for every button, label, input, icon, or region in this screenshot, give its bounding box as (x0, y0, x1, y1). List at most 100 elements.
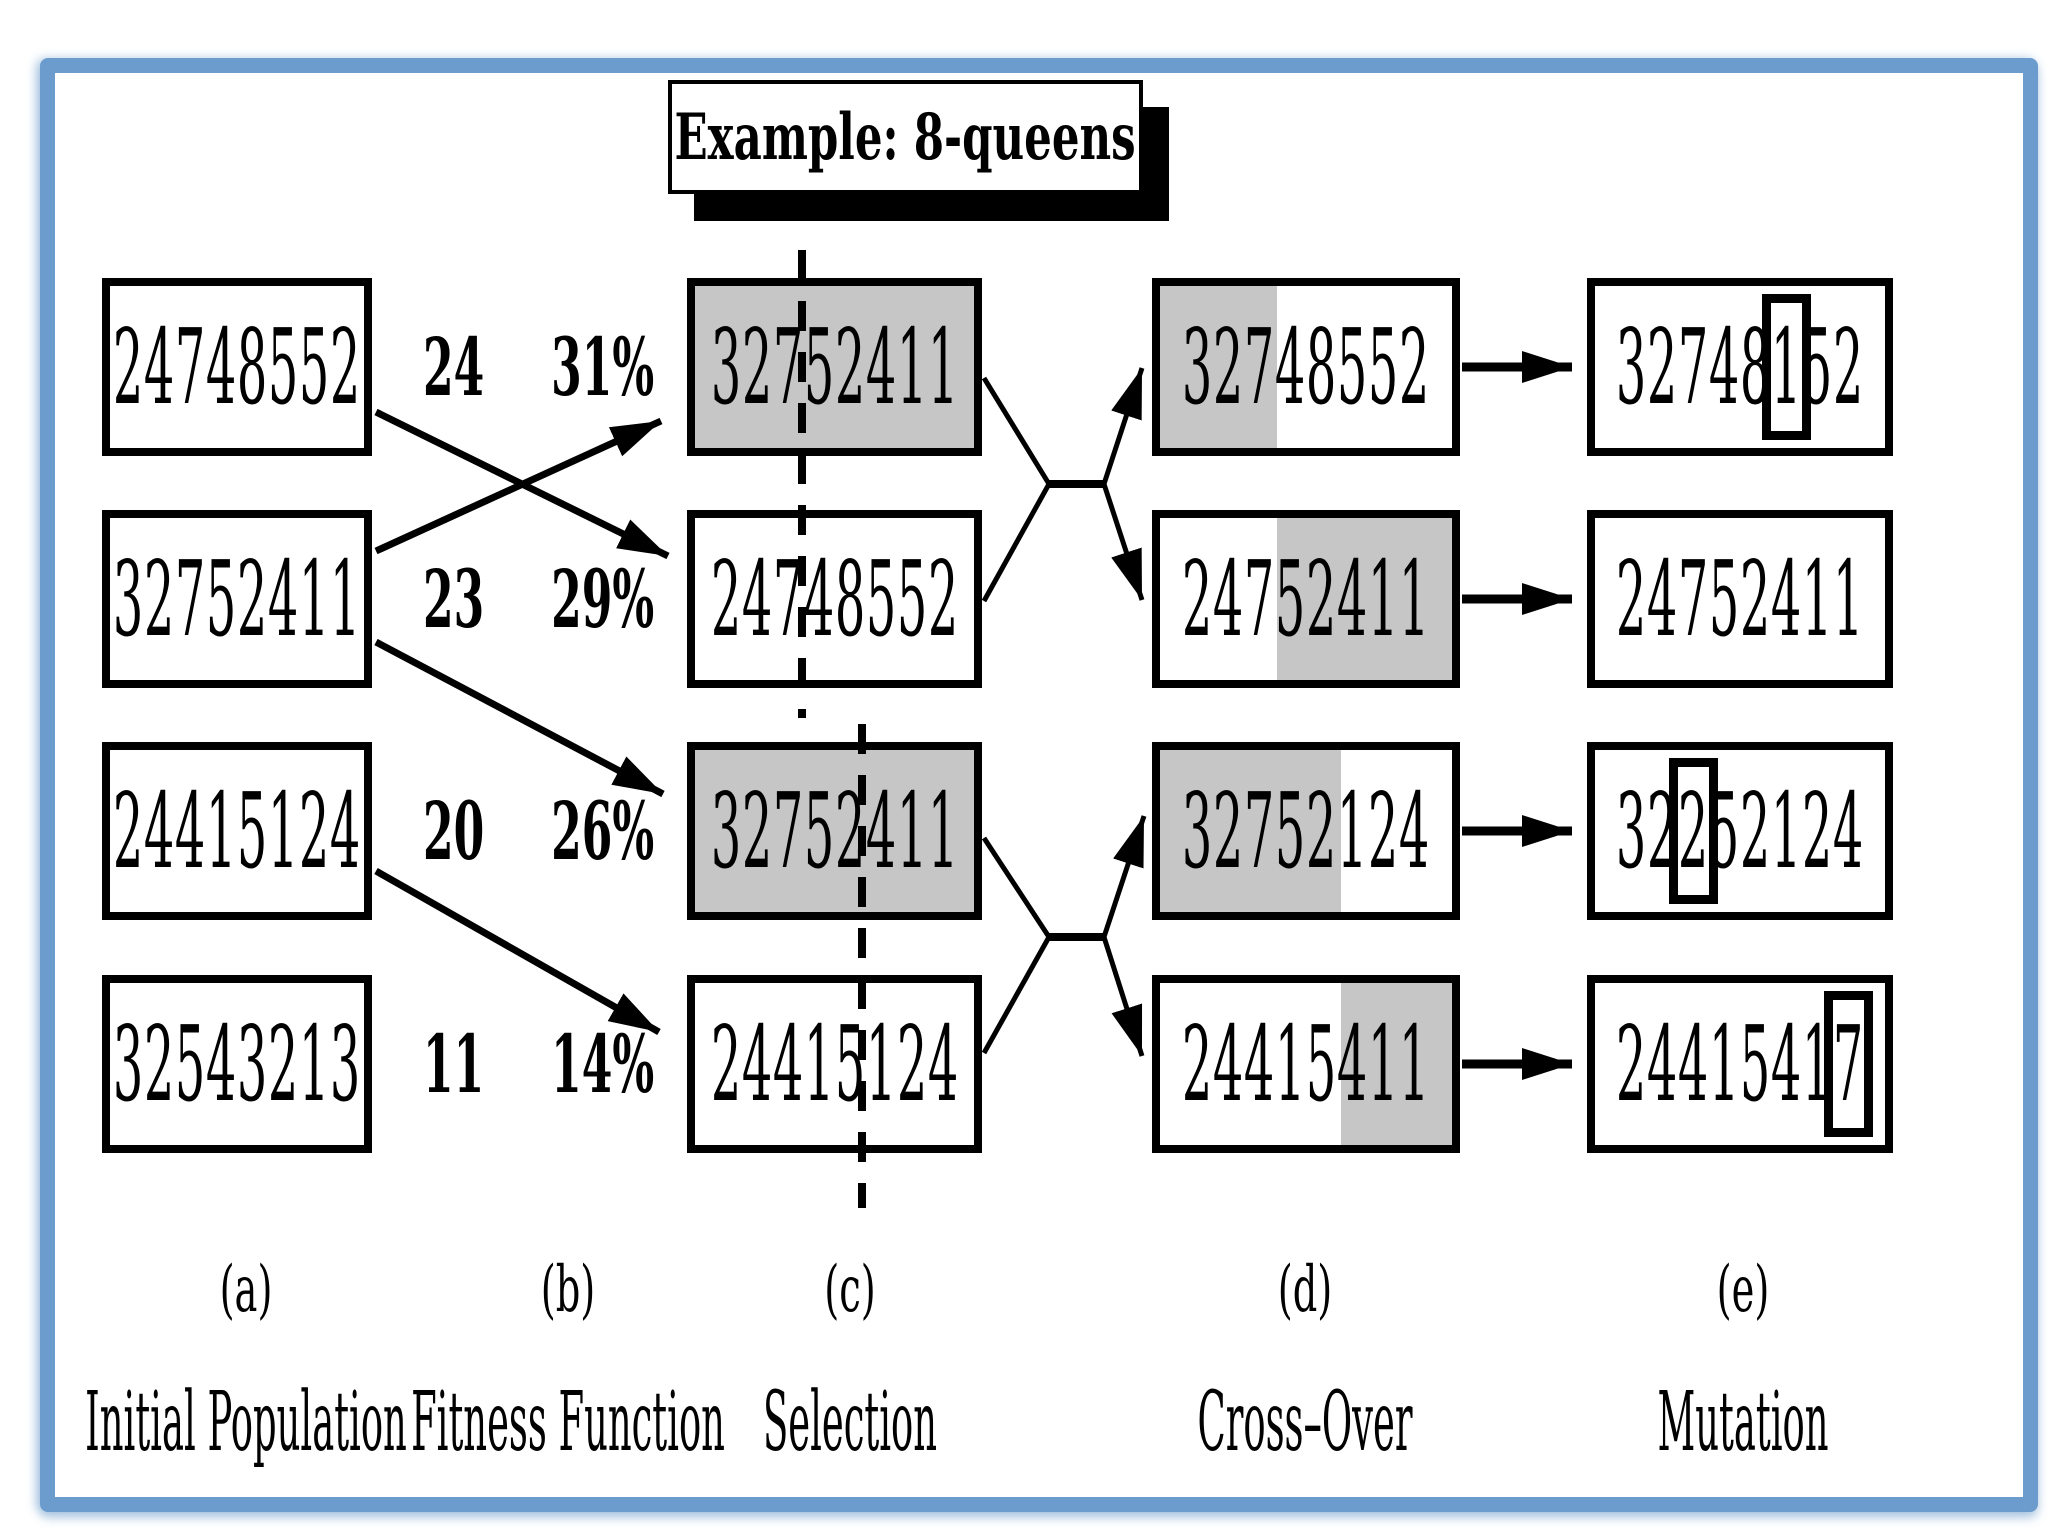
digit: 1 (927, 770, 959, 892)
digit: 2 (144, 1003, 175, 1125)
digit: 3 (330, 1003, 361, 1125)
crossover-shade (1160, 286, 1277, 448)
digit: 5 (896, 538, 928, 660)
digit: 1 (1771, 770, 1802, 892)
digit: 1 (1833, 538, 1864, 660)
digit: 4 (803, 538, 835, 660)
digit: 2 (1833, 306, 1864, 428)
digit: 3 (113, 538, 144, 660)
digit: 4 (772, 1003, 804, 1125)
fitness-row-4: 11 14% (398, 1019, 654, 1109)
digit: 1 (1275, 1003, 1306, 1125)
digit: 2 (1306, 538, 1337, 660)
digit: 4 (865, 306, 897, 428)
digit: 5 (834, 1003, 866, 1125)
digit: 1 (896, 770, 928, 892)
page-title: Example: 8-queens (674, 99, 1137, 175)
crossover-shade (1341, 983, 1452, 1145)
fitness-percent: 29% (551, 552, 655, 646)
digit: 8 (834, 538, 866, 660)
column-tag-c: (c) (824, 1253, 876, 1327)
digit: 2 (113, 306, 144, 428)
digit: 4 (1337, 1003, 1368, 1125)
digit: 8 (237, 306, 268, 428)
fitness-row-2: 23 29% (398, 554, 654, 644)
digit: 2 (1213, 306, 1244, 428)
digit: 8 (1740, 306, 1771, 428)
digit: 1 (1368, 1003, 1399, 1125)
digit: 2 (1399, 306, 1430, 428)
digit: 5 (865, 538, 897, 660)
digit: 2 (237, 538, 268, 660)
digit: 2 (896, 1003, 928, 1125)
digit: 2 (927, 538, 959, 660)
digit: 5 (237, 770, 268, 892)
digit: 4 (1833, 770, 1864, 892)
digit: 2 (1647, 306, 1678, 428)
digit: 1 (927, 306, 959, 428)
digit: 5 (803, 306, 835, 428)
mutated-digit: 1 (1762, 294, 1811, 440)
digit: 2 (113, 770, 144, 892)
fitness-percent: 26% (551, 784, 655, 878)
digit: 2 (1368, 770, 1399, 892)
column-tag-e: (e) (1716, 1253, 1770, 1327)
digit: 4 (1275, 306, 1306, 428)
digit: 3 (237, 1003, 268, 1125)
mutated-digit: 7 (1824, 991, 1873, 1137)
digit: 7 (1244, 306, 1275, 428)
digit: 5 (1337, 306, 1368, 428)
digit: 7 (1244, 770, 1275, 892)
column-tag-a: (a) (219, 1253, 273, 1327)
digit: 7 (1678, 306, 1709, 428)
digit: 7 (772, 538, 804, 660)
fitness-row-3: 20 26% (398, 786, 654, 876)
mutated-digit: 2 (1669, 758, 1718, 904)
digit: 1 (1802, 1003, 1833, 1125)
digit: 2 (710, 538, 742, 660)
digit: 2 (1616, 1003, 1647, 1125)
digit: 4 (1647, 538, 1678, 660)
digit: 4 (1399, 770, 1430, 892)
column-tag-b: (b) (540, 1253, 596, 1327)
digit: 4 (1771, 538, 1802, 660)
digit: 2 (1306, 770, 1337, 892)
title-box: Example: 8-queens (668, 80, 1143, 194)
digit: 5 (1740, 1003, 1771, 1125)
digit: 2 (299, 770, 330, 892)
digit: 3 (1182, 770, 1213, 892)
fitness-percent: 31% (551, 320, 655, 414)
digit: 4 (1678, 1003, 1709, 1125)
digit: 2 (1182, 538, 1213, 660)
column-label-cross-over: Cross–Over (1197, 1375, 1413, 1470)
digit: 4 (1244, 1003, 1275, 1125)
digit: 2 (1802, 770, 1833, 892)
digit: 1 (865, 1003, 897, 1125)
column-label-fitness-function: Fitness Function (411, 1375, 725, 1470)
digit: 5 (1306, 1003, 1337, 1125)
digit: 5 (1802, 306, 1833, 428)
digit: 4 (206, 1003, 237, 1125)
digit: 5 (206, 538, 237, 660)
digit: 5 (803, 770, 835, 892)
fitness-row-1: 24 31% (398, 322, 654, 412)
digit: 3 (113, 1003, 144, 1125)
digit: 4 (927, 1003, 959, 1125)
